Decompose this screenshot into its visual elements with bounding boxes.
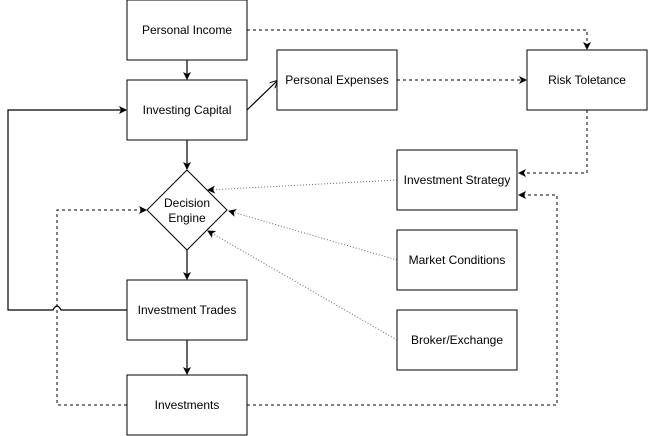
arrow-risk-to-strategy — [518, 110, 588, 177]
node-risk-tolerance: Risk Toletance — [526, 49, 648, 111]
node-market-conditions: Market Conditions — [396, 229, 518, 291]
node-label: Market Conditions — [409, 253, 506, 267]
node-personal-income: Personal Income — [126, 0, 248, 61]
arrow-broker-to-engine — [207, 230, 398, 341]
node-decision-engine: Decision Engine — [146, 169, 228, 251]
node-personal-expenses: Personal Expenses — [276, 49, 398, 111]
node-investment-trades: Investment Trades — [126, 279, 248, 341]
arrow-income-to-risk — [247, 29, 591, 50]
node-label: Broker/Exchange — [411, 333, 503, 347]
arrow-investments-to-strategy — [247, 191, 558, 406]
node-label: Investments — [155, 398, 220, 412]
node-investments: Investments — [126, 374, 248, 436]
node-investment-strategy: Investment Strategy — [396, 149, 518, 211]
node-label-line1: Decision — [164, 196, 210, 210]
arrow-capital-to-expenses — [246, 81, 277, 111]
arrow-trades-loop-to-capital — [7, 106, 127, 311]
node-label: Personal Income — [142, 23, 232, 37]
node-label-line2: Engine — [168, 211, 206, 225]
node-label: Investment Trades — [138, 303, 237, 317]
arrow-market-to-engine — [228, 209, 398, 261]
node-label: Risk Toletance — [548, 73, 626, 87]
node-broker-exchange: Broker/Exchange — [396, 309, 518, 371]
node-investing-capital: Investing Capital — [126, 79, 248, 141]
node-label: Personal Expenses — [285, 73, 388, 87]
node-label: Investment Strategy — [404, 173, 511, 187]
node-label: Investing Capital — [143, 103, 232, 117]
arrow-strategy-to-engine — [207, 179, 398, 194]
